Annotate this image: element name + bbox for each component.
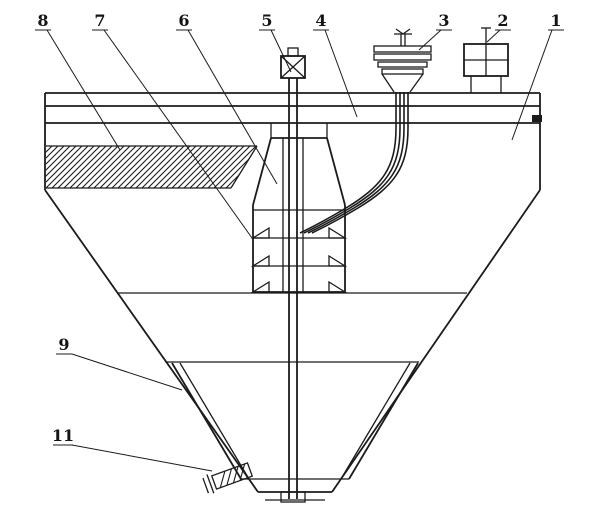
leader-line-3 (418, 29, 442, 51)
label-6: 6 (178, 11, 189, 30)
label-3: 3 (438, 11, 449, 30)
leader-line-2 (486, 29, 501, 43)
label-11: 11 (52, 426, 74, 445)
wall-mark (532, 115, 542, 122)
leader-line-7 (103, 29, 253, 239)
label-9: 9 (58, 335, 69, 354)
feed-pipe (299, 92, 409, 234)
leader-line-1 (511, 29, 553, 141)
leader-line-4 (324, 29, 358, 118)
callout-labels: 8 7 6 5 4 3 2 1 9 11 (35, 11, 564, 446)
label-1: 1 (550, 11, 561, 30)
feedwell-assembly (250, 123, 348, 293)
leader-line-6 (187, 29, 278, 185)
leader-lines (46, 29, 553, 472)
label-5: 5 (261, 11, 272, 30)
label-7: 7 (94, 11, 105, 30)
discharge-valve (202, 462, 254, 494)
tank-shell (44, 93, 541, 501)
drive-unit (373, 28, 432, 93)
tank-top-rim (45, 92, 540, 124)
label-4: 4 (315, 11, 326, 30)
leader-line-11 (71, 444, 213, 472)
hatched-section (46, 145, 258, 189)
leader-line-5 (270, 29, 292, 73)
label-2: 2 (497, 11, 508, 30)
inner-cone-liner (166, 361, 419, 480)
control-box (463, 27, 509, 93)
label-8: 8 (37, 11, 48, 30)
leader-line-9 (71, 353, 183, 391)
central-shaft (280, 47, 306, 503)
leader-line-8 (46, 29, 121, 151)
